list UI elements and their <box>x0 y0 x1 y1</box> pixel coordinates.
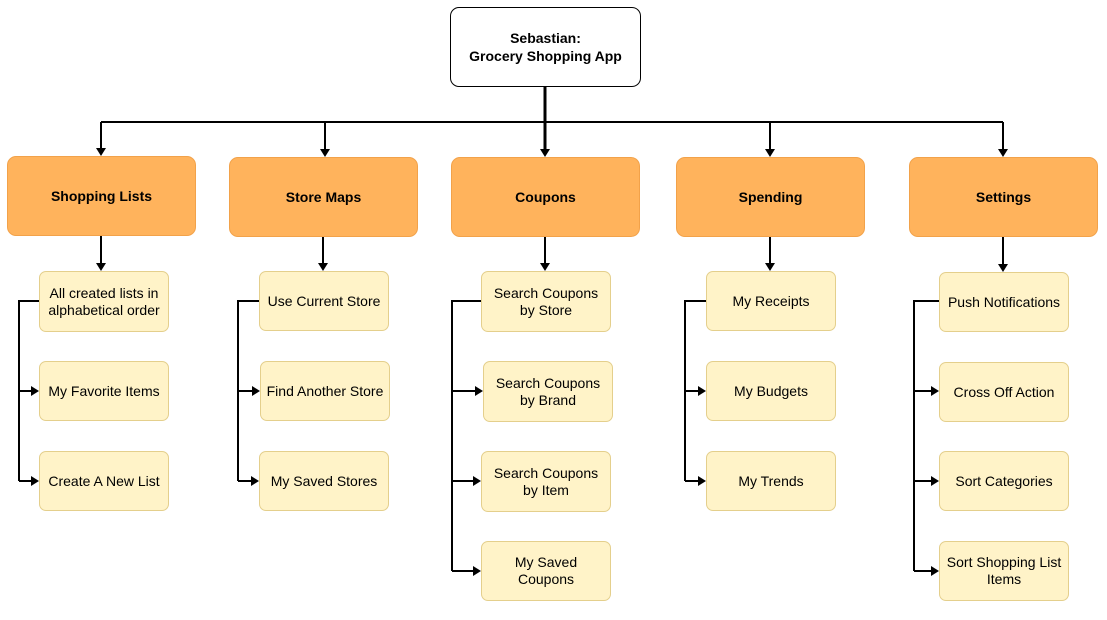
arrowhead <box>251 476 259 486</box>
item-cross-off-action: Cross Off Action <box>939 362 1069 422</box>
tree-settings <box>913 300 939 572</box>
item-create-a-new-list: Create A New List <box>39 451 169 511</box>
item-push-notifications: Push Notifications <box>939 272 1069 332</box>
arrowhead <box>765 263 775 271</box>
item-label: Cross Off Action <box>953 383 1055 400</box>
category-label: Spending <box>738 189 803 205</box>
item-label: My Trends <box>738 472 804 489</box>
root-node: Sebastian: Grocery Shopping App <box>450 7 641 87</box>
tree-coupons <box>451 300 481 572</box>
arrowhead <box>473 476 481 486</box>
item-label: Sort Shopping List Items <box>946 554 1062 587</box>
category-shopping-lists: Shopping Lists <box>7 156 196 236</box>
arrowhead <box>540 149 550 157</box>
item-search-coupons-by-brand: Search Coupons by Brand <box>483 361 613 422</box>
item-label: Search Coupons by Store <box>493 284 599 318</box>
item-label: Use Current Store <box>267 292 381 309</box>
category-label: Shopping Lists <box>50 188 153 204</box>
item-my-receipts: My Receipts <box>706 271 836 331</box>
arrowhead <box>31 386 39 396</box>
item-sort-categories: Sort Categories <box>939 451 1069 511</box>
arrowhead <box>31 476 39 486</box>
arrowhead <box>931 386 939 396</box>
category-spending: Spending <box>676 157 865 237</box>
arrowhead <box>475 386 483 396</box>
item-search-coupons-by-store: Search Coupons by Store <box>481 271 611 332</box>
item-my-saved-stores: My Saved Stores <box>259 451 389 511</box>
item-sort-shopping-list-items: Sort Shopping List Items <box>939 541 1069 601</box>
arrowhead <box>765 149 775 157</box>
arrowhead <box>252 386 260 396</box>
category-coupons: Coupons <box>451 157 640 237</box>
arrowhead <box>998 264 1008 272</box>
item-my-saved-coupons: My Saved Coupons <box>481 541 611 601</box>
item-search-coupons-by-item: Search Coupons by Item <box>481 451 611 512</box>
item-label: My Receipts <box>732 292 810 309</box>
item-label: Sort Categories <box>955 472 1053 489</box>
root-title-line2: Grocery Shopping App <box>469 48 622 64</box>
arrowhead <box>698 386 706 396</box>
item-label: Find Another Store <box>266 382 384 399</box>
category-label: Store Maps <box>285 189 362 205</box>
item-my-trends: My Trends <box>706 451 836 511</box>
arrowhead <box>318 263 328 271</box>
item-label: My Favorite Items <box>48 382 160 399</box>
root-title-line1: Sebastian: <box>510 30 581 46</box>
item-use-current-store: Use Current Store <box>259 271 389 331</box>
item-label: My Budgets <box>734 382 808 399</box>
arrowhead <box>96 263 106 271</box>
arrowhead <box>96 148 106 156</box>
arrowhead <box>931 566 939 576</box>
item-all-created-lists: All created lists in alphabetical order <box>39 271 169 332</box>
category-label: Settings <box>975 189 1032 205</box>
arrowhead <box>931 476 939 486</box>
category-settings: Settings <box>909 157 1098 237</box>
item-label: Push Notifications <box>947 293 1061 310</box>
item-my-budgets: My Budgets <box>706 361 836 421</box>
arrowhead <box>540 263 550 271</box>
item-label: All created lists in alphabetical order <box>48 284 160 318</box>
category-store-maps: Store Maps <box>229 157 418 237</box>
arrowhead <box>998 149 1008 157</box>
arrowhead <box>320 149 330 157</box>
arrowhead <box>698 476 706 486</box>
item-label: Create A New List <box>48 472 160 489</box>
category-label: Coupons <box>515 189 576 205</box>
tree-shopping-lists <box>18 300 39 482</box>
item-label: My Saved Coupons <box>514 554 578 587</box>
tree-store-maps <box>237 300 259 482</box>
item-my-favorite-items: My Favorite Items <box>39 361 169 421</box>
item-find-another-store: Find Another Store <box>260 361 390 421</box>
arrowhead <box>473 566 481 576</box>
tree-spending <box>684 300 706 482</box>
item-label: My Saved Stores <box>270 472 378 489</box>
item-label: Search Coupons by Item <box>493 464 599 498</box>
item-label: Search Coupons by Brand <box>495 374 601 408</box>
